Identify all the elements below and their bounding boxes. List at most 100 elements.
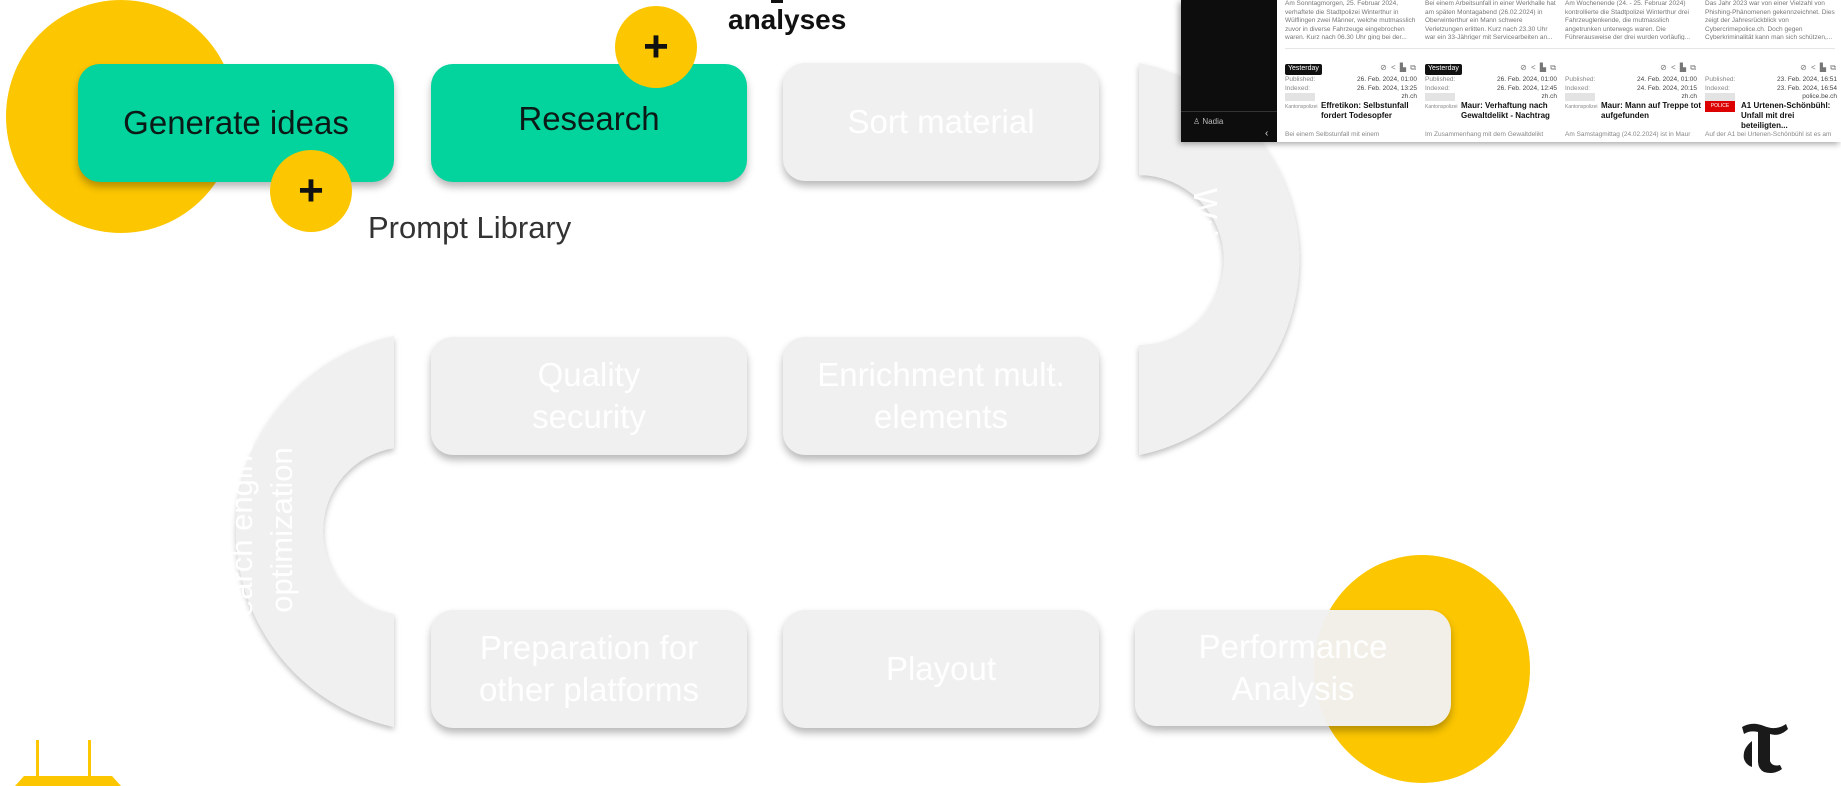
writing-label: Writing	[1187, 187, 1224, 291]
card-source: Kantonspolizei	[1565, 104, 1598, 110]
preparation-line2: other platforms	[478, 671, 700, 708]
card-meta-labels: Published:Indexed:	[1425, 76, 1455, 93]
enrichment-line1: Enrichment mult.	[817, 356, 1065, 393]
collapse-chevron-icon[interactable]: ‹	[1265, 128, 1269, 139]
card-domain: zh.ch	[1541, 93, 1557, 100]
published-label: Published:	[1285, 76, 1316, 83]
published-label: Published:	[1705, 76, 1736, 83]
card-domain: zh.ch	[1401, 93, 1417, 100]
step-enrichment-label: Enrichment mult. elements	[817, 354, 1065, 438]
section-heading-fragment: analyses	[728, 4, 846, 36]
preparation-line1: Preparation for	[479, 629, 699, 666]
add-prompt-library-button[interactable]: +	[270, 150, 352, 232]
placeholder-bar	[1705, 93, 1735, 101]
news-card[interactable]: Am Wochenende (24. - 25. Februar 2024) k…	[1565, 0, 1701, 142]
published-date: 26. Feb. 2024, 01:00	[1497, 76, 1557, 83]
seo-label-line1: Search engines	[224, 422, 259, 638]
card-snippet: Im Zusammenhang mit dem Gewaltdelikt	[1425, 131, 1544, 138]
published-label: Published:	[1565, 76, 1596, 83]
step-quality-security-label: Quality security	[532, 354, 646, 438]
card-prev-snippet: Bei einem Arbeitsunfall in einer Werkhal…	[1425, 0, 1556, 40]
heading-line2: analyses	[728, 4, 847, 35]
yesterday-badge: Yesterday	[1285, 64, 1322, 75]
step-preparation-label: Preparation for other platforms	[479, 627, 699, 711]
published-date: 24. Feb. 2024, 01:00	[1637, 76, 1697, 83]
performance-line2: Analysis	[1231, 670, 1355, 707]
placeholder-bar	[1425, 93, 1455, 101]
quality-line1: Quality	[537, 356, 641, 393]
writing-arc	[1139, 63, 1300, 455]
card-title[interactable]: A1 Urtenen-Schönbühl: Unfall mit drei be…	[1741, 101, 1831, 130]
step-enrichment[interactable]: Enrichment mult. elements	[783, 337, 1099, 455]
card-prev-snippet: Am Wochenende (24. - 25. Februar 2024) k…	[1565, 0, 1691, 40]
placeholder-bar	[1285, 93, 1315, 101]
card-domain: zh.ch	[1681, 93, 1697, 100]
indexed-label: Indexed:	[1285, 84, 1310, 92]
step-preparation[interactable]: Preparation for other platforms	[431, 610, 747, 728]
indexed-date: 24. Feb. 2024, 20:15	[1637, 84, 1697, 92]
news-card[interactable]: Am Sonntagmorgen, 25. Februar 2024, verh…	[1285, 0, 1421, 142]
card-title[interactable]: Maur: Verhaftung nach Gewaltdelikt - Nac…	[1461, 101, 1550, 120]
placeholder-bar	[1565, 93, 1595, 101]
police-logo: POLICE	[1705, 101, 1735, 112]
published-date: 23. Feb. 2024, 16:51	[1777, 76, 1837, 83]
card-action-icons[interactable]: ⊘ < ▙ ⧉	[1800, 63, 1837, 72]
step-playout-label: Playout	[885, 650, 997, 687]
card-action-icons[interactable]: ⊘ < ▙ ⧉	[1380, 63, 1417, 72]
card-action-icons[interactable]: ⊘ < ▙ ⧉	[1520, 63, 1557, 72]
indexed-date: 26. Feb. 2024, 12:45	[1497, 84, 1557, 92]
plus-icon: +	[643, 22, 669, 71]
step-performance-analysis[interactable]: Performance Analysis	[1135, 610, 1451, 726]
step-research-label: Research	[518, 100, 660, 137]
indexed-label: Indexed:	[1705, 84, 1730, 92]
card-source: Kantonspolizei	[1425, 104, 1458, 110]
user-icon: ♙	[1193, 117, 1203, 126]
heading-cut-mark	[771, 0, 783, 3]
indexed-date: 23. Feb. 2024, 16:54	[1777, 84, 1837, 92]
card-meta-labels: Published:Indexed:	[1705, 76, 1735, 93]
seo-label: Search engines optimization	[222, 422, 302, 637]
published-date: 26. Feb. 2024, 01:00	[1357, 76, 1417, 83]
decorative-lamp-icon	[15, 740, 121, 786]
step-performance-label: Performance Analysis	[1199, 626, 1388, 710]
seo-arc	[236, 336, 394, 727]
step-sort-material-label: Sort material	[847, 103, 1035, 140]
seo-label-line2: optimization	[264, 447, 299, 613]
cards-divider	[1285, 48, 1835, 49]
indexed-date: 26. Feb. 2024, 13:25	[1357, 84, 1417, 92]
card-source: Kantonspolizei	[1285, 104, 1318, 110]
step-quality-security[interactable]: Quality security	[431, 337, 747, 455]
card-action-icons[interactable]: ⊘ < ▙ ⧉	[1660, 63, 1697, 72]
step-sort-material[interactable]: Sort material	[783, 63, 1099, 181]
card-domain: police.be.ch	[1802, 93, 1837, 100]
prompt-library-label: Prompt Library	[368, 210, 572, 245]
brand-logo-icon	[1742, 723, 1788, 773]
step-generate-ideas[interactable]: Generate ideas	[78, 64, 394, 182]
panel-user-name: Nadia	[1202, 117, 1224, 126]
enrichment-line2: elements	[874, 398, 1008, 435]
news-card[interactable]: Bei einem Arbeitsunfall in einer Werkhal…	[1425, 0, 1561, 142]
card-snippet: Bei einem Selbstunfall mit einem	[1285, 131, 1380, 138]
step-research[interactable]: Research	[431, 64, 747, 182]
published-label: Published:	[1425, 76, 1456, 83]
yesterday-badge: Yesterday	[1425, 64, 1462, 75]
news-card[interactable]: Das Jahr 2023 war von einer Vielzahl von…	[1705, 0, 1841, 142]
card-title[interactable]: Effretikon: Selbstunfall fordert Todesop…	[1321, 101, 1409, 120]
card-meta-labels: Published:Indexed:	[1565, 76, 1595, 93]
sidebar-divider	[1181, 111, 1277, 112]
step-generate-ideas-label: Generate ideas	[123, 104, 349, 141]
panel-sidebar: ♙ Nadia ‹	[1181, 0, 1277, 142]
indexed-label: Indexed:	[1425, 84, 1450, 92]
card-prev-snippet: Das Jahr 2023 war von einer Vielzahl von…	[1705, 0, 1835, 40]
card-meta-labels: Published:Indexed:	[1285, 76, 1315, 93]
step-playout[interactable]: Playout	[783, 610, 1099, 728]
add-research-button[interactable]: +	[615, 6, 697, 88]
panel-user: ♙ Nadia	[1193, 117, 1223, 126]
card-prev-snippet: Am Sonntagmorgen, 25. Februar 2024, verh…	[1285, 0, 1416, 40]
card-title[interactable]: Maur: Mann auf Treppe tot aufgefunden	[1601, 101, 1701, 120]
